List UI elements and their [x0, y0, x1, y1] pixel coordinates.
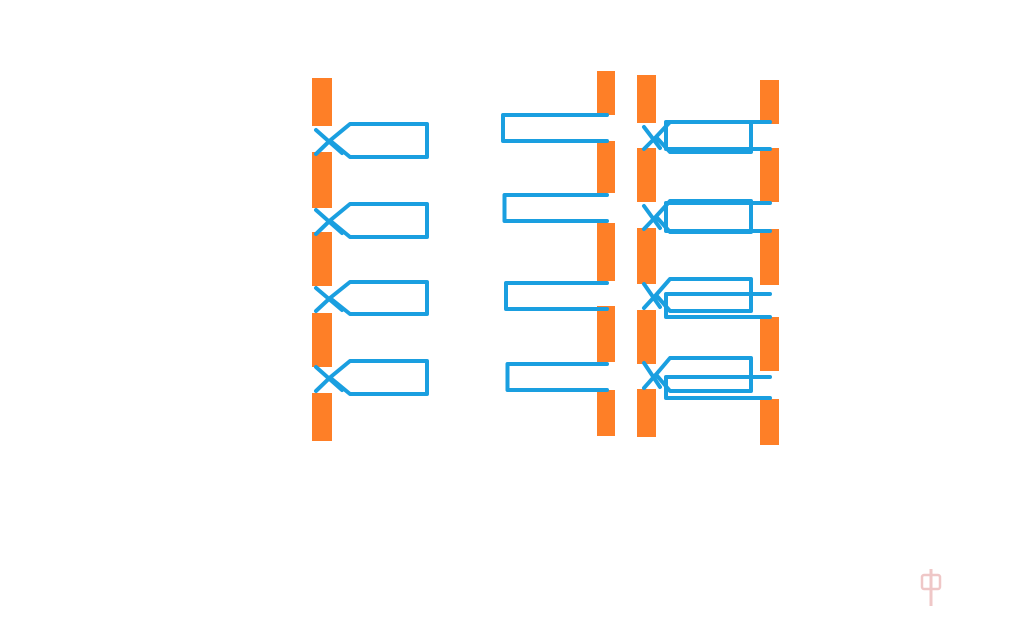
- left-pad-5: [312, 393, 332, 441]
- middle-loop-2: [502, 193, 609, 223]
- middle-pad-3: [597, 223, 615, 281]
- pad-layer: [312, 71, 779, 445]
- left-loop-4: [314, 359, 429, 396]
- right-loop-a-3: [642, 277, 753, 313]
- left-loop-1: [314, 122, 429, 159]
- right-loop-b-3: [664, 292, 772, 319]
- middle-pad-4: [597, 306, 615, 362]
- left-pad-4: [312, 313, 332, 367]
- right-loop-b-2: [664, 201, 772, 233]
- watermark: [920, 569, 942, 606]
- left-pad-2: [312, 152, 332, 208]
- right-loop-a-2: [642, 199, 753, 234]
- left-loop-3: [314, 280, 429, 316]
- right-inner-pad-2: [637, 148, 656, 202]
- right-outer-pad-3: [760, 229, 779, 285]
- right-loop-b-1: [664, 120, 772, 151]
- wire-layer: [314, 113, 772, 400]
- left-loop-2: [314, 202, 429, 239]
- right-inner-pad-5: [637, 389, 656, 437]
- right-inner-pad-4: [637, 310, 656, 364]
- right-outer-pad-5: [760, 399, 779, 445]
- left-pad-1: [312, 78, 332, 126]
- zhong-character-logo-icon: [920, 569, 942, 606]
- right-outer-pad-1: [760, 80, 779, 124]
- right-loop-b-4: [664, 375, 772, 400]
- middle-loop-3: [504, 281, 609, 311]
- right-inner-pad-3: [637, 228, 656, 284]
- right-outer-pad-2: [760, 148, 779, 202]
- right-loop-a-4: [642, 356, 753, 393]
- middle-loop-1: [501, 113, 609, 143]
- middle-pad-5: [597, 390, 615, 436]
- middle-pad-1: [597, 71, 615, 115]
- left-pad-3: [312, 232, 332, 286]
- middle-pad-2: [597, 141, 615, 193]
- right-inner-pad-1: [637, 75, 656, 123]
- middle-loop-4: [505, 362, 609, 392]
- right-outer-pad-4: [760, 317, 779, 371]
